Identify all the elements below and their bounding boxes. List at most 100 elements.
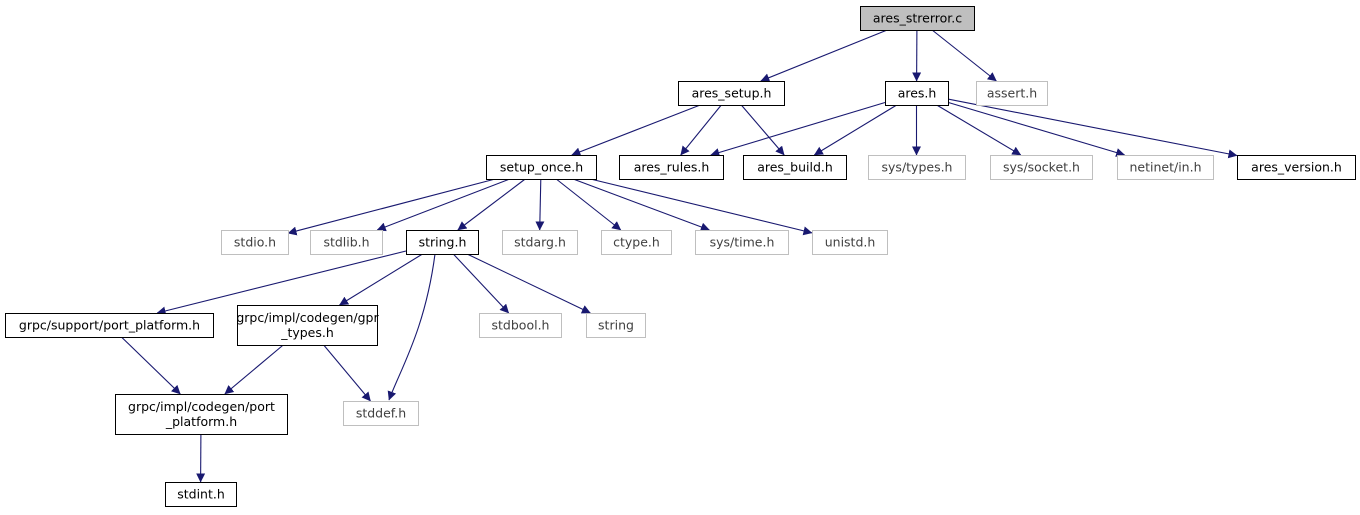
node-label: stdio.h [234,235,276,250]
node-sys-types-h: sys/types.h [868,155,966,180]
edge-setup-once-h-to-ctype-h [555,178,622,231]
node-box [868,155,966,180]
node-box [743,155,847,180]
node-ares-build-h[interactable]: ares_build.h [743,155,847,180]
edge-ares-setup-h-to-ares-build-h [740,104,785,156]
edge-string-h-to-grpc-support-port-platform-h [156,250,407,316]
node-ares-h[interactable]: ares.h [885,81,949,106]
node-box [343,401,419,426]
node-box [502,230,578,255]
node-box [976,81,1048,106]
node-ares-strerror-c[interactable]: ares_strerror.c [860,6,975,31]
node-label: stddef.h [356,406,406,421]
edge-string-h-to-grpc-impl-codegen-gpr-types-h [339,253,423,306]
edge-grpc-impl-codegen-gpr-types-h-to-grpc-impl-codegen-port-platform-h [224,344,284,395]
node-stdlib-h: stdlib.h [310,230,383,255]
node-box [5,313,214,338]
node-label: stdlib.h [323,235,369,250]
node-box [619,155,724,180]
node-label: stdarg.h [514,235,566,250]
edge-ares-h-to-sys-socket-h [936,104,1022,156]
node-box [310,230,383,255]
node-label: ares.h [898,86,937,101]
node-netinet-in-h: netinet/in.h [1117,155,1214,180]
edge-ares-h-to-netinet-in-h [947,101,1126,157]
node-label: _types.h [280,325,334,340]
node-stdarg-h: stdarg.h [502,230,578,255]
node-box [165,482,237,507]
node-box [586,313,646,338]
node-ares-version-h[interactable]: ares_version.h [1237,155,1356,180]
edge-ares-h-to-ares-version-h [947,98,1238,159]
edge-ares-h-to-ares-build-h [813,104,897,156]
edge-setup-once-h-to-stdarg-h [535,178,545,231]
node-label: string.h [419,235,467,250]
edges-layer [121,29,1238,483]
node-label: grpc/impl/codegen/gpr [236,310,379,325]
node-stdint-h[interactable]: stdint.h [165,482,237,507]
edge-ares-setup-h-to-setup-once-h [571,104,701,157]
node-label: sys/types.h [882,160,953,175]
node-label: stdint.h [177,487,225,502]
node-stdio-h: stdio.h [221,230,289,255]
node-label: grpc/support/port_platform.h [19,318,200,333]
edge-setup-once-h-to-stdio-h [287,178,496,236]
node-label: string [598,318,634,333]
node-label: ares_build.h [757,160,833,175]
node-string: string [586,313,646,338]
node-box [479,313,562,338]
node-sys-time-h: sys/time.h [695,230,789,255]
node-ares-setup-h[interactable]: ares_setup.h [678,81,785,106]
node-box [990,155,1093,180]
node-grpc-impl-codegen-gpr-types-h[interactable]: grpc/impl/codegen/gpr_types.h [236,305,379,346]
node-grpc-support-port-platform-h[interactable]: grpc/support/port_platform.h [5,313,214,338]
node-label: ares_rules.h [634,160,710,175]
node-box [115,394,288,435]
node-label: ares_version.h [1251,160,1342,175]
edge-setup-once-h-to-sys-time-h [572,178,710,232]
edge-ares-setup-h-to-ares-rules-h [680,104,722,156]
node-box [860,6,975,31]
node-sys-socket-h: sys/socket.h [990,155,1093,180]
node-label: grpc/impl/codegen/port [128,399,275,414]
node-label: ares_strerror.c [873,11,962,26]
node-label: ctype.h [613,235,660,250]
node-stddef-h: stddef.h [343,401,419,426]
node-assert-h: assert.h [976,81,1048,106]
node-label: assert.h [987,86,1037,101]
node-box [237,305,378,346]
node-box [221,230,289,255]
node-stdbool-h: stdbool.h [479,313,562,338]
node-label: sys/socket.h [1003,160,1080,175]
edge-grpc-support-port-platform-h-to-grpc-impl-codegen-port-platform-h [121,336,181,395]
node-box [695,230,789,255]
edge-string-h-to-stdbool-h [452,253,510,314]
node-box [885,81,949,106]
node-box [678,81,785,106]
edge-setup-once-h-to-stdlib-h [376,178,510,232]
node-ares-rules-h[interactable]: ares_rules.h [619,155,724,180]
node-unistd-h: unistd.h [812,230,888,255]
node-setup-once-h[interactable]: setup_once.h [486,155,597,180]
node-label: sys/time.h [710,235,775,250]
nodes-layer: ares_strerror.c ares_setup.h ares.h assert.… [5,6,1356,507]
node-label: ares_setup.h [692,86,772,101]
edge-string-h-to-string [466,253,591,314]
node-box [1237,155,1356,180]
edge-ares-strerror-c-to-assert-h [931,29,997,82]
node-box [601,230,672,255]
edge-ares-h-to-ares-rules-h [710,101,886,157]
node-box [1117,155,1214,180]
node-box [486,155,597,180]
node-string-h[interactable]: string.h [406,230,479,255]
edge-grpc-impl-codegen-gpr-types-h-to-stddef-h [323,344,371,402]
node-box [812,230,888,255]
edge-string-h-to-stddef-h [387,253,436,401]
node-label: setup_once.h [500,160,583,175]
node-grpc-impl-codegen-port-platform-h[interactable]: grpc/impl/codegen/port_platform.h [115,394,288,435]
edge-setup-once-h-to-string-h [457,178,526,231]
node-label: stdbool.h [492,318,550,333]
edge-setup-once-h-to-unistd-h [590,178,813,236]
edge-ares-strerror-c-to-ares-setup-h [760,29,888,82]
